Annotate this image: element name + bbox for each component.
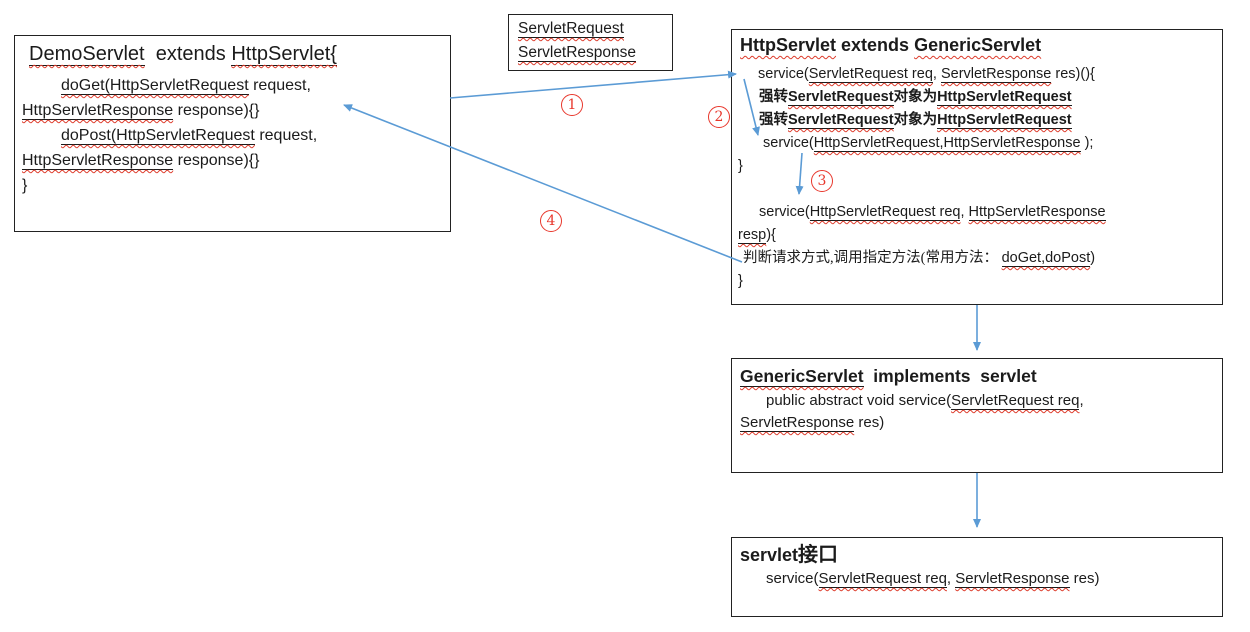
httpservlet-cast-line-2: 强转ServletRequest对象为HttpServletRequest <box>759 112 1072 129</box>
httpservlet-brace-1: } <box>738 158 743 174</box>
genericservlet-service-line: public abstract void service(ServletRequ… <box>766 392 1084 410</box>
demoservlet-doget-line: doGet(HttpServletRequest request, <box>61 77 311 95</box>
httpservlet-service1-line: service(ServletRequest req, ServletRespo… <box>758 66 1095 83</box>
class-box-demoservlet: DemoServlet extends HttpServlet{ doGet(H… <box>14 35 451 232</box>
step-1-badge: 1 <box>561 94 583 116</box>
demoservlet-dopost-line: doPost(HttpServletRequest request, <box>61 127 318 145</box>
httpservlet-cast-line-1: 强转ServletRequest对象为HttpServletRequest <box>759 89 1072 106</box>
params-servletrequest: ServletRequest <box>518 20 624 38</box>
servlet-interface-service-line: service(ServletRequest req, ServletRespo… <box>766 570 1100 588</box>
httpservlet-dispatch-line: 判断请求方式,调用指定方法(常用方法： doGet,doPost) <box>743 250 1096 267</box>
class-box-genericservlet: GenericServlet implements servlet public… <box>731 358 1223 473</box>
params-note-box: ServletRequest ServletResponse <box>508 14 673 71</box>
demoservlet-closing-brace: } <box>22 177 28 194</box>
demoservlet-dopost-wrap-line: HttpServletResponse response){} <box>22 152 260 170</box>
step-4-badge: 4 <box>540 210 562 232</box>
demoservlet-title: DemoServlet extends HttpServlet{ <box>29 43 337 66</box>
servlet-interface-title: servlet接口 <box>740 544 839 566</box>
params-servletresponse: ServletResponse <box>518 44 637 62</box>
httpservlet-brace-2: } <box>738 273 743 289</box>
interface-box-servlet: servlet接口 service(ServletRequest req, Se… <box>731 537 1223 617</box>
httpservlet-title: HttpServlet extends GenericServlet <box>740 35 1042 55</box>
class-box-httpservlet: HttpServlet extends GenericServlet servi… <box>731 29 1223 305</box>
demoservlet-doget-wrap-line: HttpServletResponse response){} <box>22 102 260 120</box>
httpservlet-service2-line: service(HttpServletRequest req, HttpServ… <box>759 204 1106 221</box>
arrow-1-demoservlet-to-httpservlet <box>449 70 737 99</box>
httpservlet-resp-wrap-line: resp){ <box>738 227 776 244</box>
genericservlet-service-wrap-line: ServletResponse res) <box>740 414 885 432</box>
genericservlet-title: GenericServlet implements servlet <box>740 366 1037 387</box>
httpservlet-service-call-line: service(HttpServletRequest,HttpServletRe… <box>763 135 1094 152</box>
step-3-badge: 3 <box>811 170 833 192</box>
step-2-badge: 2 <box>708 106 730 128</box>
